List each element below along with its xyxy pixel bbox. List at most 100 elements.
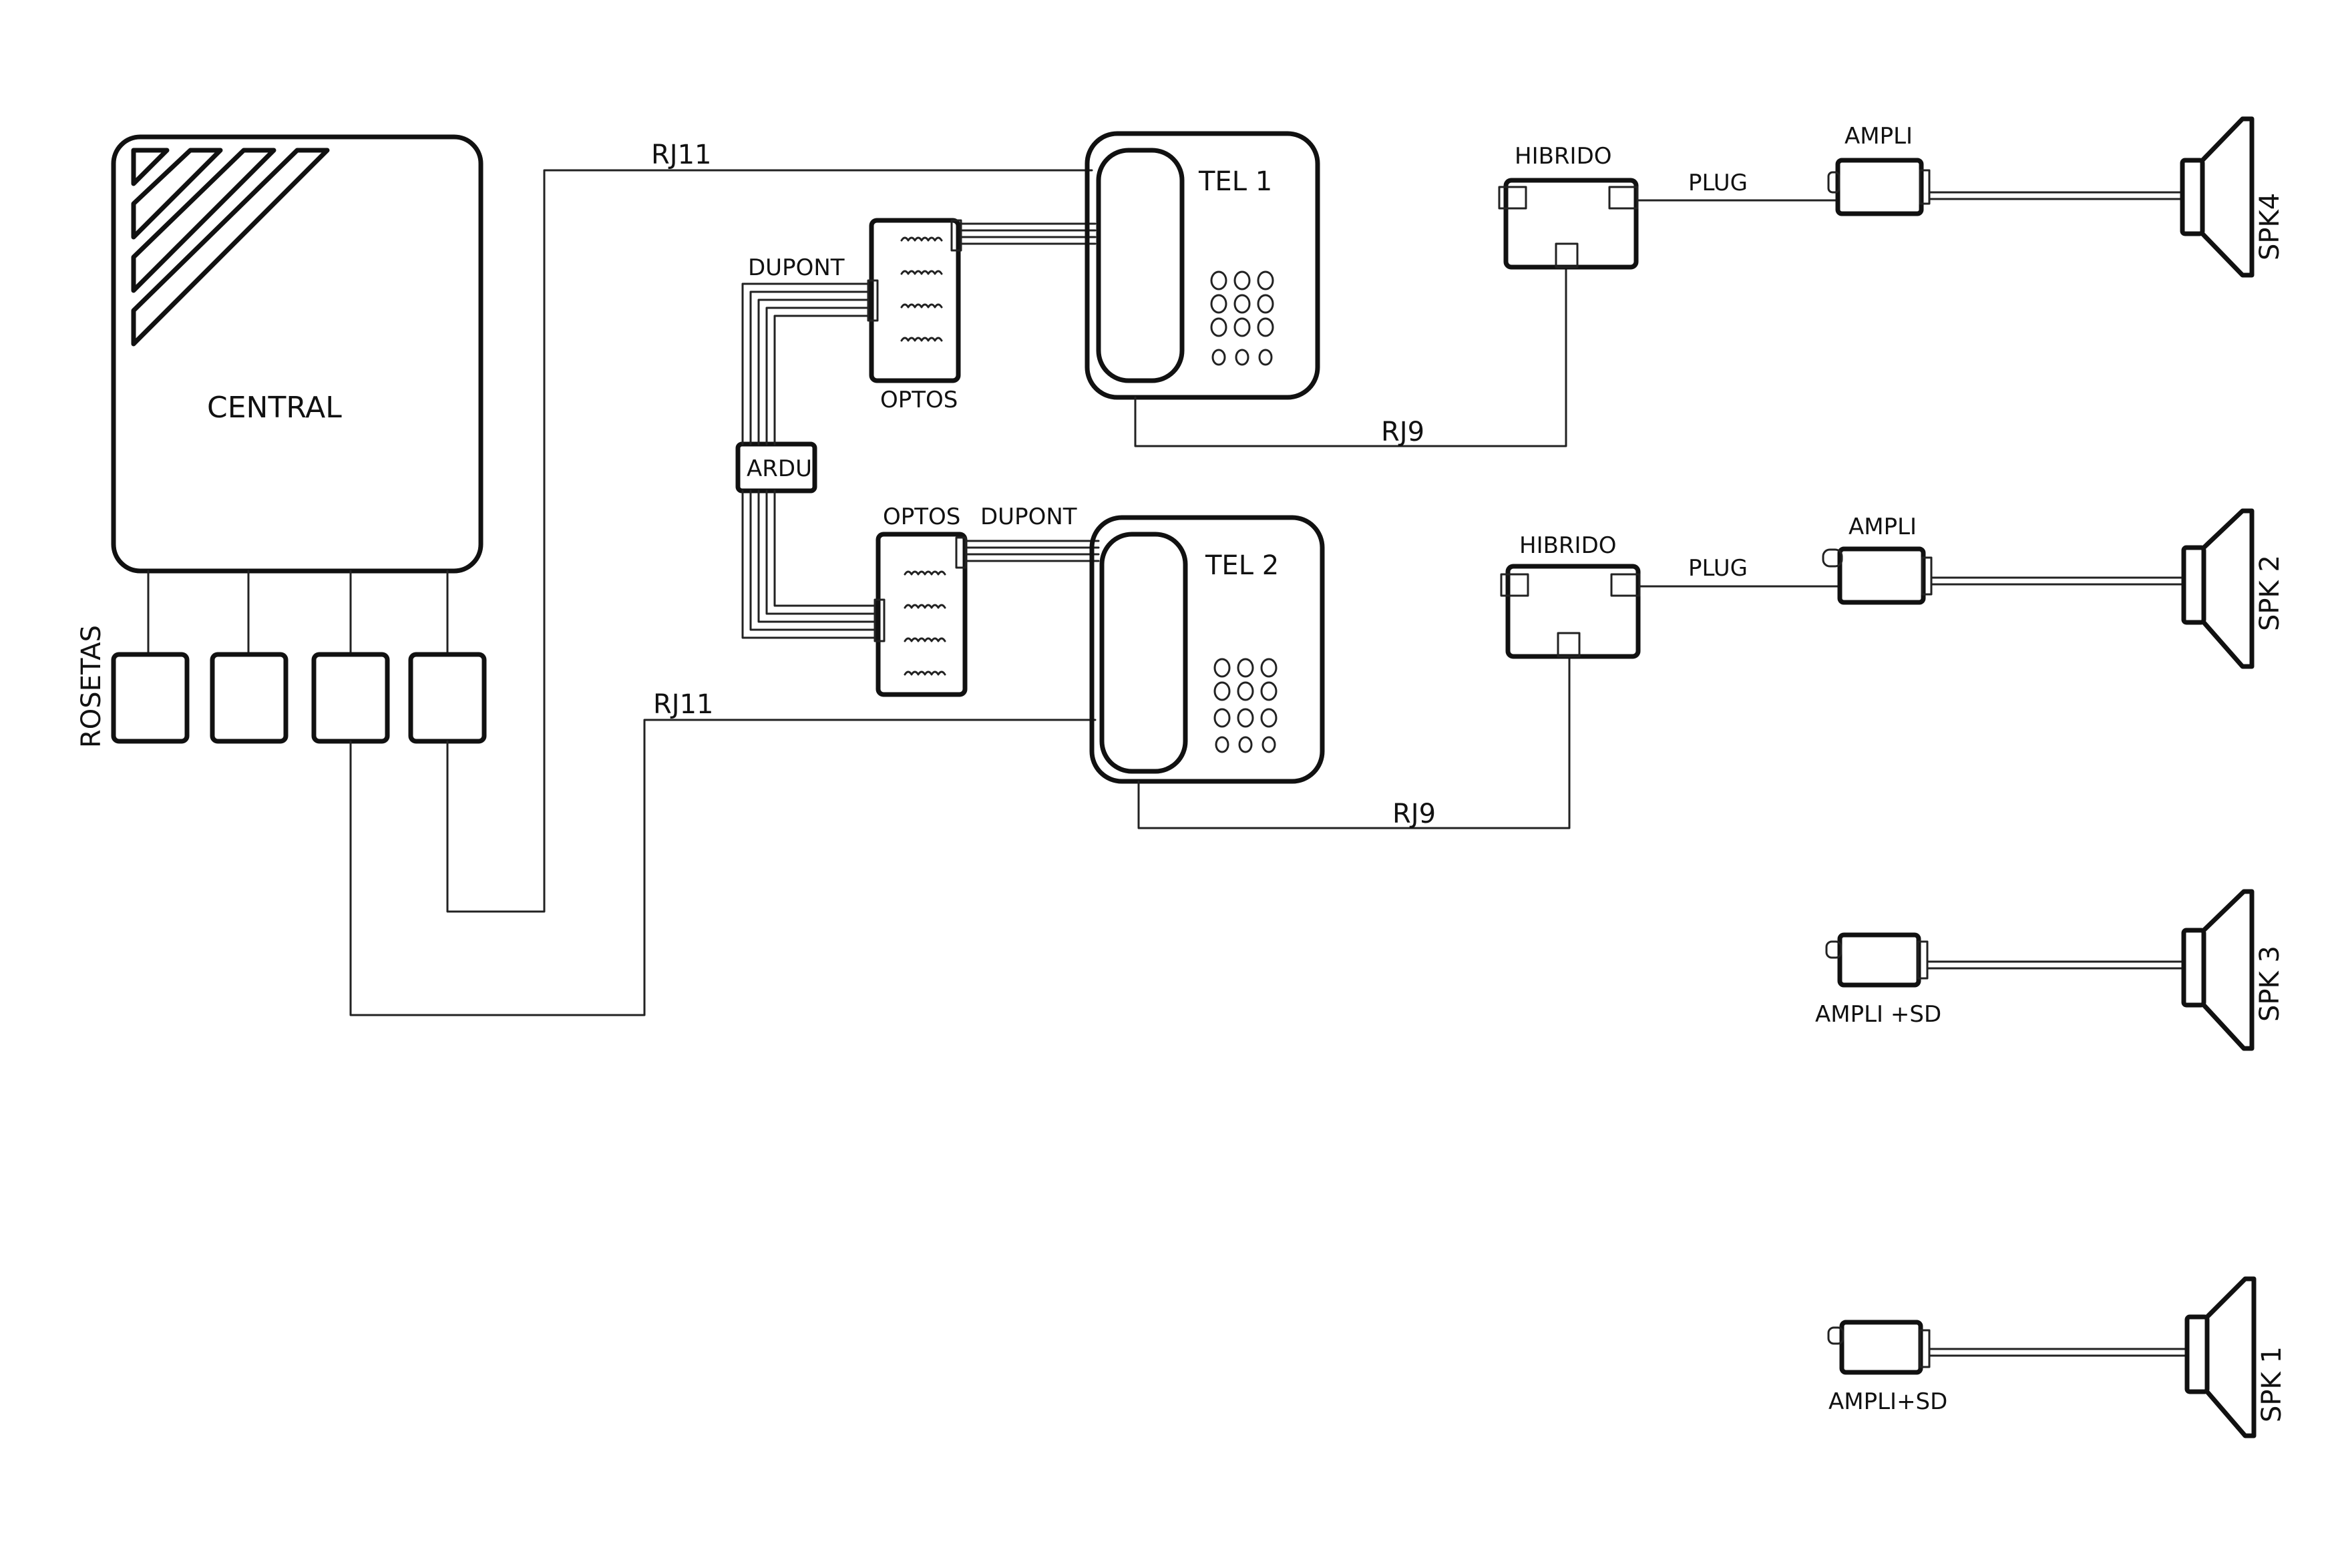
ampli-sd-2: AMPLI+SD — [1827, 1320, 1947, 1415]
tel2-label: TEL 2 — [1205, 550, 1279, 581]
hibrido-bottom-jack-right — [1610, 573, 1641, 597]
optos-top-label: OPTOS — [880, 387, 958, 413]
rj11-label-bottom: RJ11 — [653, 689, 714, 720]
optos-bottom-chips — [904, 570, 946, 676]
arduino-box — [735, 441, 817, 494]
hibrido-bottom-jack-left — [1500, 573, 1529, 597]
rj9-label-bottom: RJ9 — [1392, 799, 1436, 829]
roseta-3 — [311, 652, 390, 744]
rj11-label-top: RJ11 — [651, 140, 712, 170]
spk2-label: SPK 2 — [2255, 555, 2285, 631]
optos-top-board — [869, 218, 961, 383]
dupont-bundle-bottom — [741, 489, 880, 639]
hibrido-top-rj9-port — [1555, 242, 1579, 268]
tel1-body — [1085, 131, 1320, 400]
spk1-magnet — [2184, 1314, 2210, 1394]
speaker-spk4: SPK4 — [2180, 116, 2285, 278]
ampli-sd-2-to-spk1-cable — [1928, 1348, 2188, 1357]
roseta-1 — [111, 652, 190, 744]
tel2-handset — [1099, 532, 1188, 774]
rj9-wire-top — [1134, 266, 1567, 447]
tel2-keypad — [1213, 658, 1278, 753]
spk3-label: SPK 3 — [2255, 946, 2285, 1022]
rj9-wire-bottom — [1137, 656, 1571, 829]
ampli-bottom: AMPLI — [1822, 514, 1933, 605]
optos-top-chips — [900, 236, 943, 342]
hibrido-top-jack-left — [1498, 186, 1527, 210]
ampli-sd-2-jack — [1827, 1326, 1844, 1345]
optos-top: OPTOS — [867, 218, 962, 413]
optos-bottom-label: OPTOS — [883, 504, 960, 530]
optos-top-connector-left — [867, 279, 879, 322]
ampli-sd-1-terminal — [1917, 940, 1929, 980]
rosetas-group: ROSETAS — [76, 570, 487, 748]
hibrido-bottom: HIBRIDO — [1500, 532, 1641, 659]
spk4-label: SPK4 — [2255, 193, 2285, 260]
spk3-magnet — [2181, 928, 2206, 1008]
telephone-1: TEL 1 — [1085, 131, 1320, 400]
ampli-bottom-to-spk2-cable — [1930, 576, 2185, 586]
ampli-top-to-spk4-cable — [1928, 191, 2184, 200]
optos-top-to-tel1-ribbon — [960, 222, 1097, 245]
ampli-sd-1-board — [1837, 932, 1921, 988]
tel1-handset — [1096, 148, 1185, 383]
ampli-top-board — [1835, 158, 1924, 216]
hibrido-bottom-rj9-port — [1557, 632, 1581, 658]
ampli-bottom-terminal — [1921, 556, 1933, 596]
spk4-magnet — [2180, 158, 2205, 236]
rosetas-label: ROSETAS — [76, 625, 107, 748]
optos-bottom-connector-left — [873, 598, 886, 642]
ampli-top-label: AMPLI — [1844, 123, 1913, 150]
dupont-bundle-top — [741, 282, 873, 445]
plug-label-top: PLUG — [1688, 170, 1748, 196]
ampli-bottom-jack — [1822, 548, 1843, 568]
ampli-bottom-board — [1837, 546, 1926, 605]
central-label: CENTRAL — [207, 391, 342, 425]
ampli-sd-1-to-spk3-cable — [1926, 960, 2185, 970]
hibrido-bottom-label: HIBRIDO — [1519, 532, 1617, 559]
spk2-magnet — [2181, 545, 2206, 625]
tel2-body — [1089, 515, 1325, 784]
spk1-cone-icon — [2204, 1276, 2257, 1438]
speaker-spk2: SPK 2 — [2181, 508, 2285, 669]
arduino-label: ARDU — [747, 455, 812, 482]
central-vent-icon — [131, 148, 330, 347]
rj9-label-top: RJ9 — [1381, 417, 1424, 447]
hibrido-top-jack-right — [1608, 186, 1639, 210]
speaker-spk1: SPK 1 — [2184, 1276, 2287, 1438]
spk4-cone-icon — [2200, 116, 2255, 278]
ampli-sd-1: AMPLI +SD — [1815, 932, 1941, 1028]
ampli-sd-2-board — [1839, 1320, 1923, 1375]
rj11-wire-tel2 — [349, 719, 1097, 1016]
optos-bottom-to-tel2-ribbon — [964, 540, 1100, 562]
hibrido-top-label: HIBRIDO — [1515, 143, 1612, 170]
ampli-top-jack — [1827, 171, 1840, 194]
plug-label-bottom: PLUG — [1688, 555, 1748, 582]
rj11-wire-tel1 — [446, 169, 1093, 913]
roseta-2 — [210, 652, 288, 744]
ampli-top: AMPLI — [1827, 123, 1931, 216]
ampli-sd-2-label: AMPLI+SD — [1828, 1388, 1947, 1415]
optos-bottom-board — [876, 532, 968, 697]
spk2-cone-icon — [2201, 508, 2255, 669]
tel1-label: TEL 1 — [1198, 166, 1272, 197]
optos-bottom-connector-right — [955, 536, 967, 569]
optos-bottom: OPTOS — [873, 504, 968, 697]
optos-top-connector-right — [950, 219, 962, 252]
tel1-keypad — [1210, 270, 1274, 366]
speaker-spk3: SPK 3 — [2181, 889, 2285, 1051]
roseta-4 — [408, 652, 487, 744]
ampli-top-terminal — [1919, 169, 1931, 205]
spk3-cone-icon — [2201, 889, 2255, 1051]
telephone-2: TEL 2 — [1089, 515, 1325, 784]
dupont-label-bottom: DUPONT — [980, 504, 1077, 530]
hibrido-top: HIBRIDO — [1498, 143, 1639, 270]
ampli-sd-1-label: AMPLI +SD — [1815, 1001, 1941, 1028]
central-unit: CENTRAL — [111, 134, 483, 574]
dupont-label-top: DUPONT — [748, 254, 845, 281]
ampli-sd-1-jack — [1825, 940, 1842, 959]
ampli-bottom-label: AMPLI — [1849, 514, 1917, 540]
spk1-label: SPK 1 — [2257, 1346, 2287, 1422]
central-box — [111, 134, 483, 574]
